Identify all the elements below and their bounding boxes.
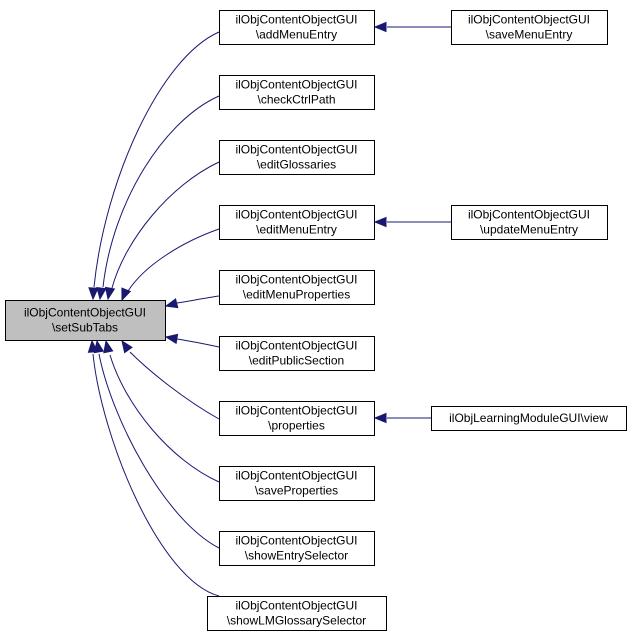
node-box	[219, 270, 375, 305]
node-editMenuEntry[interactable]: ilObjContentObjectGUI\editMenuEntry	[219, 205, 375, 240]
node-method-label: \saveMenuEntry	[486, 28, 573, 42]
nodes-layer: ilObjContentObjectGUI\setSubTabsilObjCon…	[5, 10, 627, 631]
edge-checkCtrlPath-to-root	[102, 95, 220, 288]
node-editPublicSection[interactable]: ilObjContentObjectGUI\editPublicSection	[219, 336, 375, 371]
node-box	[431, 406, 627, 431]
edge-addMenuEntry-to-root	[93, 31, 220, 288]
node-method-label: \addMenuEntry	[256, 28, 337, 42]
node-class-label: ilObjContentObjectGUI	[235, 339, 357, 353]
edge-saveProperties-to-root	[109, 354, 220, 483]
node-class-label: ilObjContentObjectGUI	[235, 273, 357, 287]
node-lmView[interactable]: ilObjLearningModuleGUI\view	[431, 406, 627, 431]
node-method-label: \saveProperties	[255, 484, 338, 498]
edge-properties-to-root	[129, 351, 220, 420]
node-class-label: ilObjContentObjectGUI	[235, 143, 357, 157]
node-method-label: \editMenuEntry	[256, 223, 337, 237]
arrowhead-lmView-to-properties	[373, 412, 387, 424]
node-class-label: ilObjLearningModuleGUI\view	[449, 411, 608, 425]
node-method-label: \setSubTabs	[52, 321, 118, 335]
node-box	[219, 531, 375, 566]
edges-layer	[87, 21, 451, 597]
edge-showLMGlossarySelector-to-root	[92, 353, 220, 597]
arrowhead-saveMenuEntry-to-addMenuEntry	[373, 21, 387, 33]
node-showEntrySelector[interactable]: ilObjContentObjectGUI\showEntrySelector	[219, 531, 375, 566]
node-class-label: ilObjContentObjectGUI	[24, 306, 146, 320]
node-box	[219, 10, 375, 45]
node-box	[451, 205, 608, 240]
node-box	[451, 10, 608, 45]
node-method-label: \editMenuProperties	[243, 288, 350, 302]
arrowhead-addMenuEntry-to-root	[88, 287, 99, 301]
edge-showEntrySelector-to-root	[98, 353, 220, 549]
node-box	[207, 596, 387, 631]
edge-editMenuEntry-to-root	[127, 228, 220, 292]
node-saveMenuEntry[interactable]: ilObjContentObjectGUI\saveMenuEntry	[451, 10, 608, 45]
node-saveProperties[interactable]: ilObjContentObjectGUI\saveProperties	[219, 466, 375, 501]
edge-editMenuProperties-to-root	[176, 295, 220, 304]
node-editMenuProperties[interactable]: ilObjContentObjectGUI\editMenuProperties	[219, 270, 375, 305]
edge-editPublicSection-to-root	[176, 338, 220, 348]
arrowhead-saveProperties-to-root	[103, 339, 114, 354]
arrowhead-showLMGlossarySelector-to-root	[87, 339, 99, 353]
node-addMenuEntry[interactable]: ilObjContentObjectGUI\addMenuEntry	[219, 10, 375, 45]
arrowhead-editGlossaries-to-root	[104, 286, 116, 301]
arrowhead-updateMenuEntry-to-editMenuEntry	[373, 216, 387, 228]
node-root[interactable]: ilObjContentObjectGUI\setSubTabs	[5, 300, 166, 341]
node-box	[219, 401, 375, 436]
node-class-label: ilObjContentObjectGUI	[235, 78, 357, 92]
node-checkCtrlPath[interactable]: ilObjContentObjectGUI\checkCtrlPath	[219, 75, 375, 110]
arrowhead-editMenuProperties-to-root	[164, 298, 179, 309]
arrowhead-properties-to-root	[121, 339, 133, 354]
node-class-label: ilObjContentObjectGUI	[235, 599, 357, 613]
node-class-label: ilObjContentObjectGUI	[235, 404, 357, 418]
node-class-label: ilObjContentObjectGUI	[468, 13, 590, 27]
node-updateMenuEntry[interactable]: ilObjContentObjectGUI\updateMenuEntry	[451, 205, 608, 240]
node-box	[219, 140, 375, 175]
node-class-label: ilObjContentObjectGUI	[235, 208, 357, 222]
node-method-label: \editGlossaries	[257, 158, 336, 172]
node-editGlossaries[interactable]: ilObjContentObjectGUI\editGlossaries	[219, 140, 375, 175]
node-class-label: ilObjContentObjectGUI	[468, 208, 590, 222]
node-method-label: \checkCtrlPath	[257, 93, 335, 107]
node-class-label: ilObjContentObjectGUI	[235, 13, 357, 27]
node-class-label: ilObjContentObjectGUI	[235, 469, 357, 483]
node-showLMGlossarySelector[interactable]: ilObjContentObjectGUI\showLMGlossarySele…	[207, 596, 387, 631]
arrowhead-editMenuEntry-to-root	[121, 287, 132, 302]
edge-editGlossaries-to-root	[111, 161, 220, 289]
node-box	[219, 75, 375, 110]
node-method-label: \updateMenuEntry	[480, 223, 578, 237]
node-class-label: ilObjContentObjectGUI	[235, 534, 357, 548]
node-method-label: \editPublicSection	[249, 354, 344, 368]
node-box	[219, 466, 375, 501]
node-box	[219, 336, 375, 371]
node-box	[219, 205, 375, 240]
node-properties[interactable]: ilObjContentObjectGUI\properties	[219, 401, 375, 436]
node-box	[5, 300, 166, 341]
arrowhead-editPublicSection-to-root	[164, 333, 179, 345]
node-method-label: \showLMGlossarySelector	[227, 614, 366, 628]
arrowhead-checkCtrlPath-to-root	[96, 286, 107, 301]
node-method-label: \properties	[268, 419, 325, 433]
node-method-label: \showEntrySelector	[245, 549, 348, 563]
